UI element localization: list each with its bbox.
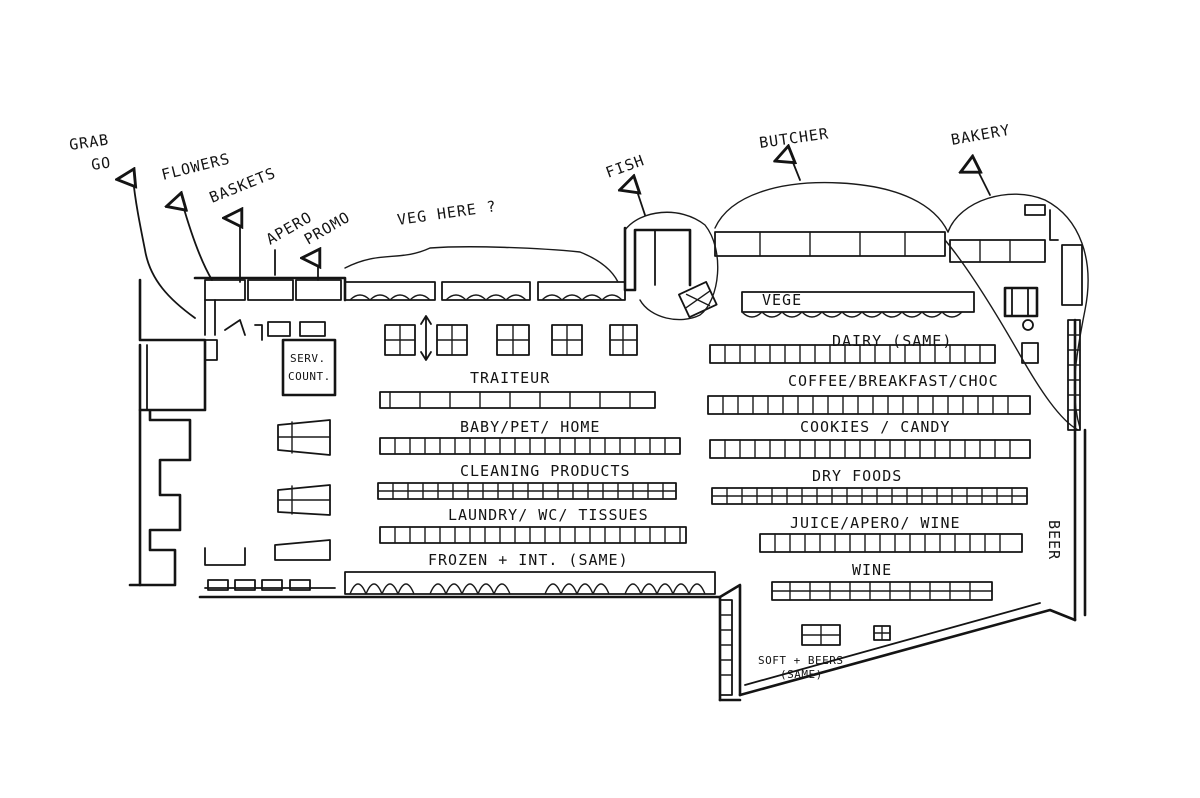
frozen-label: FROZEN + INT. (SAME) [428, 551, 629, 569]
fish-label: FISH [603, 151, 647, 182]
cleaning-label: CLEANING PRODUCTS [460, 462, 631, 480]
juice-label: JUICE/APERO/ WINE [790, 514, 961, 532]
table-icon [384, 324, 416, 356]
left-shelving-aisles [344, 391, 716, 595]
grab-go-label: GRAB [68, 131, 110, 154]
flowers-label: FLOWERS [160, 149, 232, 183]
beer-label: BEER [1045, 520, 1063, 560]
vege-label: VEGE [762, 291, 802, 309]
table-icon [551, 324, 583, 356]
table-icon [801, 624, 841, 646]
wine-label: WINE [852, 561, 892, 579]
table-icon [609, 324, 638, 356]
laundry-label: LAUNDRY/ WC/ TISSUES [448, 506, 649, 524]
traiteur-tables [384, 315, 638, 361]
veg-here-label: VEG HERE ? [396, 197, 498, 229]
left-displays [204, 419, 331, 591]
zone-outlines [344, 181, 1089, 431]
coffee-label: COFFEE/BREAKFAST/CHOC [788, 372, 999, 390]
double-arrow-icon [420, 315, 432, 361]
serv-count-label-2: COUNT. [288, 370, 331, 383]
grab-go-label-2: GO [90, 153, 112, 174]
traiteur-label: TRAITEUR [470, 369, 550, 387]
soft-beers-label-2: (SAME) [780, 668, 823, 681]
bakery-label: BAKERY [950, 121, 1012, 149]
butcher-label: BUTCHER [758, 124, 830, 152]
cookies-label: COOKIES / CANDY [800, 418, 950, 436]
table-icon [873, 625, 891, 641]
soft-beers-label: SOFT + BEERS [758, 654, 843, 667]
service-counter [281, 338, 337, 397]
table-icon [496, 324, 530, 356]
dairy-label: DAIRY (SAME) [832, 332, 952, 350]
serv-count-label: SERV. [290, 352, 326, 365]
baby-pet-home-label: BABY/PET/ HOME [460, 418, 600, 436]
label-arrows [133, 155, 991, 319]
bakery-island-icon [1003, 286, 1039, 364]
right-shelving-aisles [707, 319, 1081, 696]
fish-island-table-icon [678, 280, 718, 319]
dry-foods-label: DRY FOODS [812, 467, 902, 485]
table-icon [436, 324, 468, 356]
